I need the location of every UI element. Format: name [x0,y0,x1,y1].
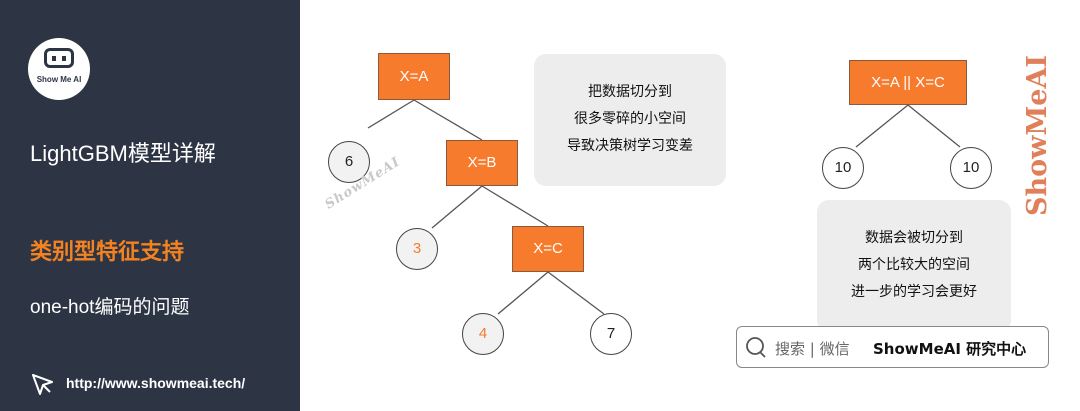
edge-right-right [907,104,961,148]
right-note-line-2: 两个比较大的空间 [858,257,970,273]
logo-text: Show Me AI [36,75,82,84]
sidebar: Show Me AI LightGBM模型详解 类别型特征支持 one-hot编… [0,0,300,411]
search-brand: ShowMeAI 研究中心 [873,340,1027,358]
leaf-node-7: 7 [590,313,632,355]
edge-root-l1 [367,99,415,129]
edge-root-mid [413,99,483,141]
website-link[interactable]: http://www.showmeai.tech/ [66,375,246,391]
leaf-node-right-right: 10 [950,147,992,189]
right-note-line-3: 进一步的学习会更好 [851,284,977,300]
section-title: LightGBM模型详解 [30,141,216,166]
edge-low-l3 [497,271,549,315]
tree-node-root: X=A [378,53,450,100]
tree-node-right-root: X=A || X=C [849,60,967,105]
right-note: 数据会被切分到 两个比较大的空间 进一步的学习会更好 [817,200,1011,332]
showmeai-logo: Show Me AI [28,38,90,100]
left-note-line-1: 把数据切分到 [588,84,672,100]
search-icon [746,337,766,358]
left-note: 把数据切分到 很多零碎的小空间 导致决策树学习变差 [534,54,726,186]
edge-low-l4 [547,271,605,315]
left-note-line-2: 很多零碎的小空间 [574,111,686,127]
section-subtitle: 类别型特征支持 [30,240,185,265]
leaf-node-right-left: 10 [822,147,864,189]
svg-text:ShowMeAI: ShowMeAI [1022,55,1053,216]
left-note-line-3: 导致决策树学习变差 [567,138,693,154]
edge-mid-l2 [431,185,483,229]
leaf-node-4: 4 [462,313,504,355]
right-note-line-1: 数据会被切分到 [865,230,963,246]
tree-node-low: X=C [512,226,584,272]
section-description: one-hot编码的问题 [30,297,190,318]
tree-node-mid: X=B [446,140,518,186]
edge-mid-low [481,185,549,227]
watermark-vertical: ShowMeAI [1022,55,1053,216]
edge-right-left [855,104,909,148]
cursor-icon [32,374,53,395]
leaf-node-6: 6 [328,141,370,183]
search-label: 搜索 | 微信 [775,340,850,358]
search-bar[interactable]: 搜索 | 微信 ShowMeAI 研究中心 [736,326,1049,368]
leaf-node-3: 3 [396,228,438,270]
robot-face-icon [44,48,74,68]
